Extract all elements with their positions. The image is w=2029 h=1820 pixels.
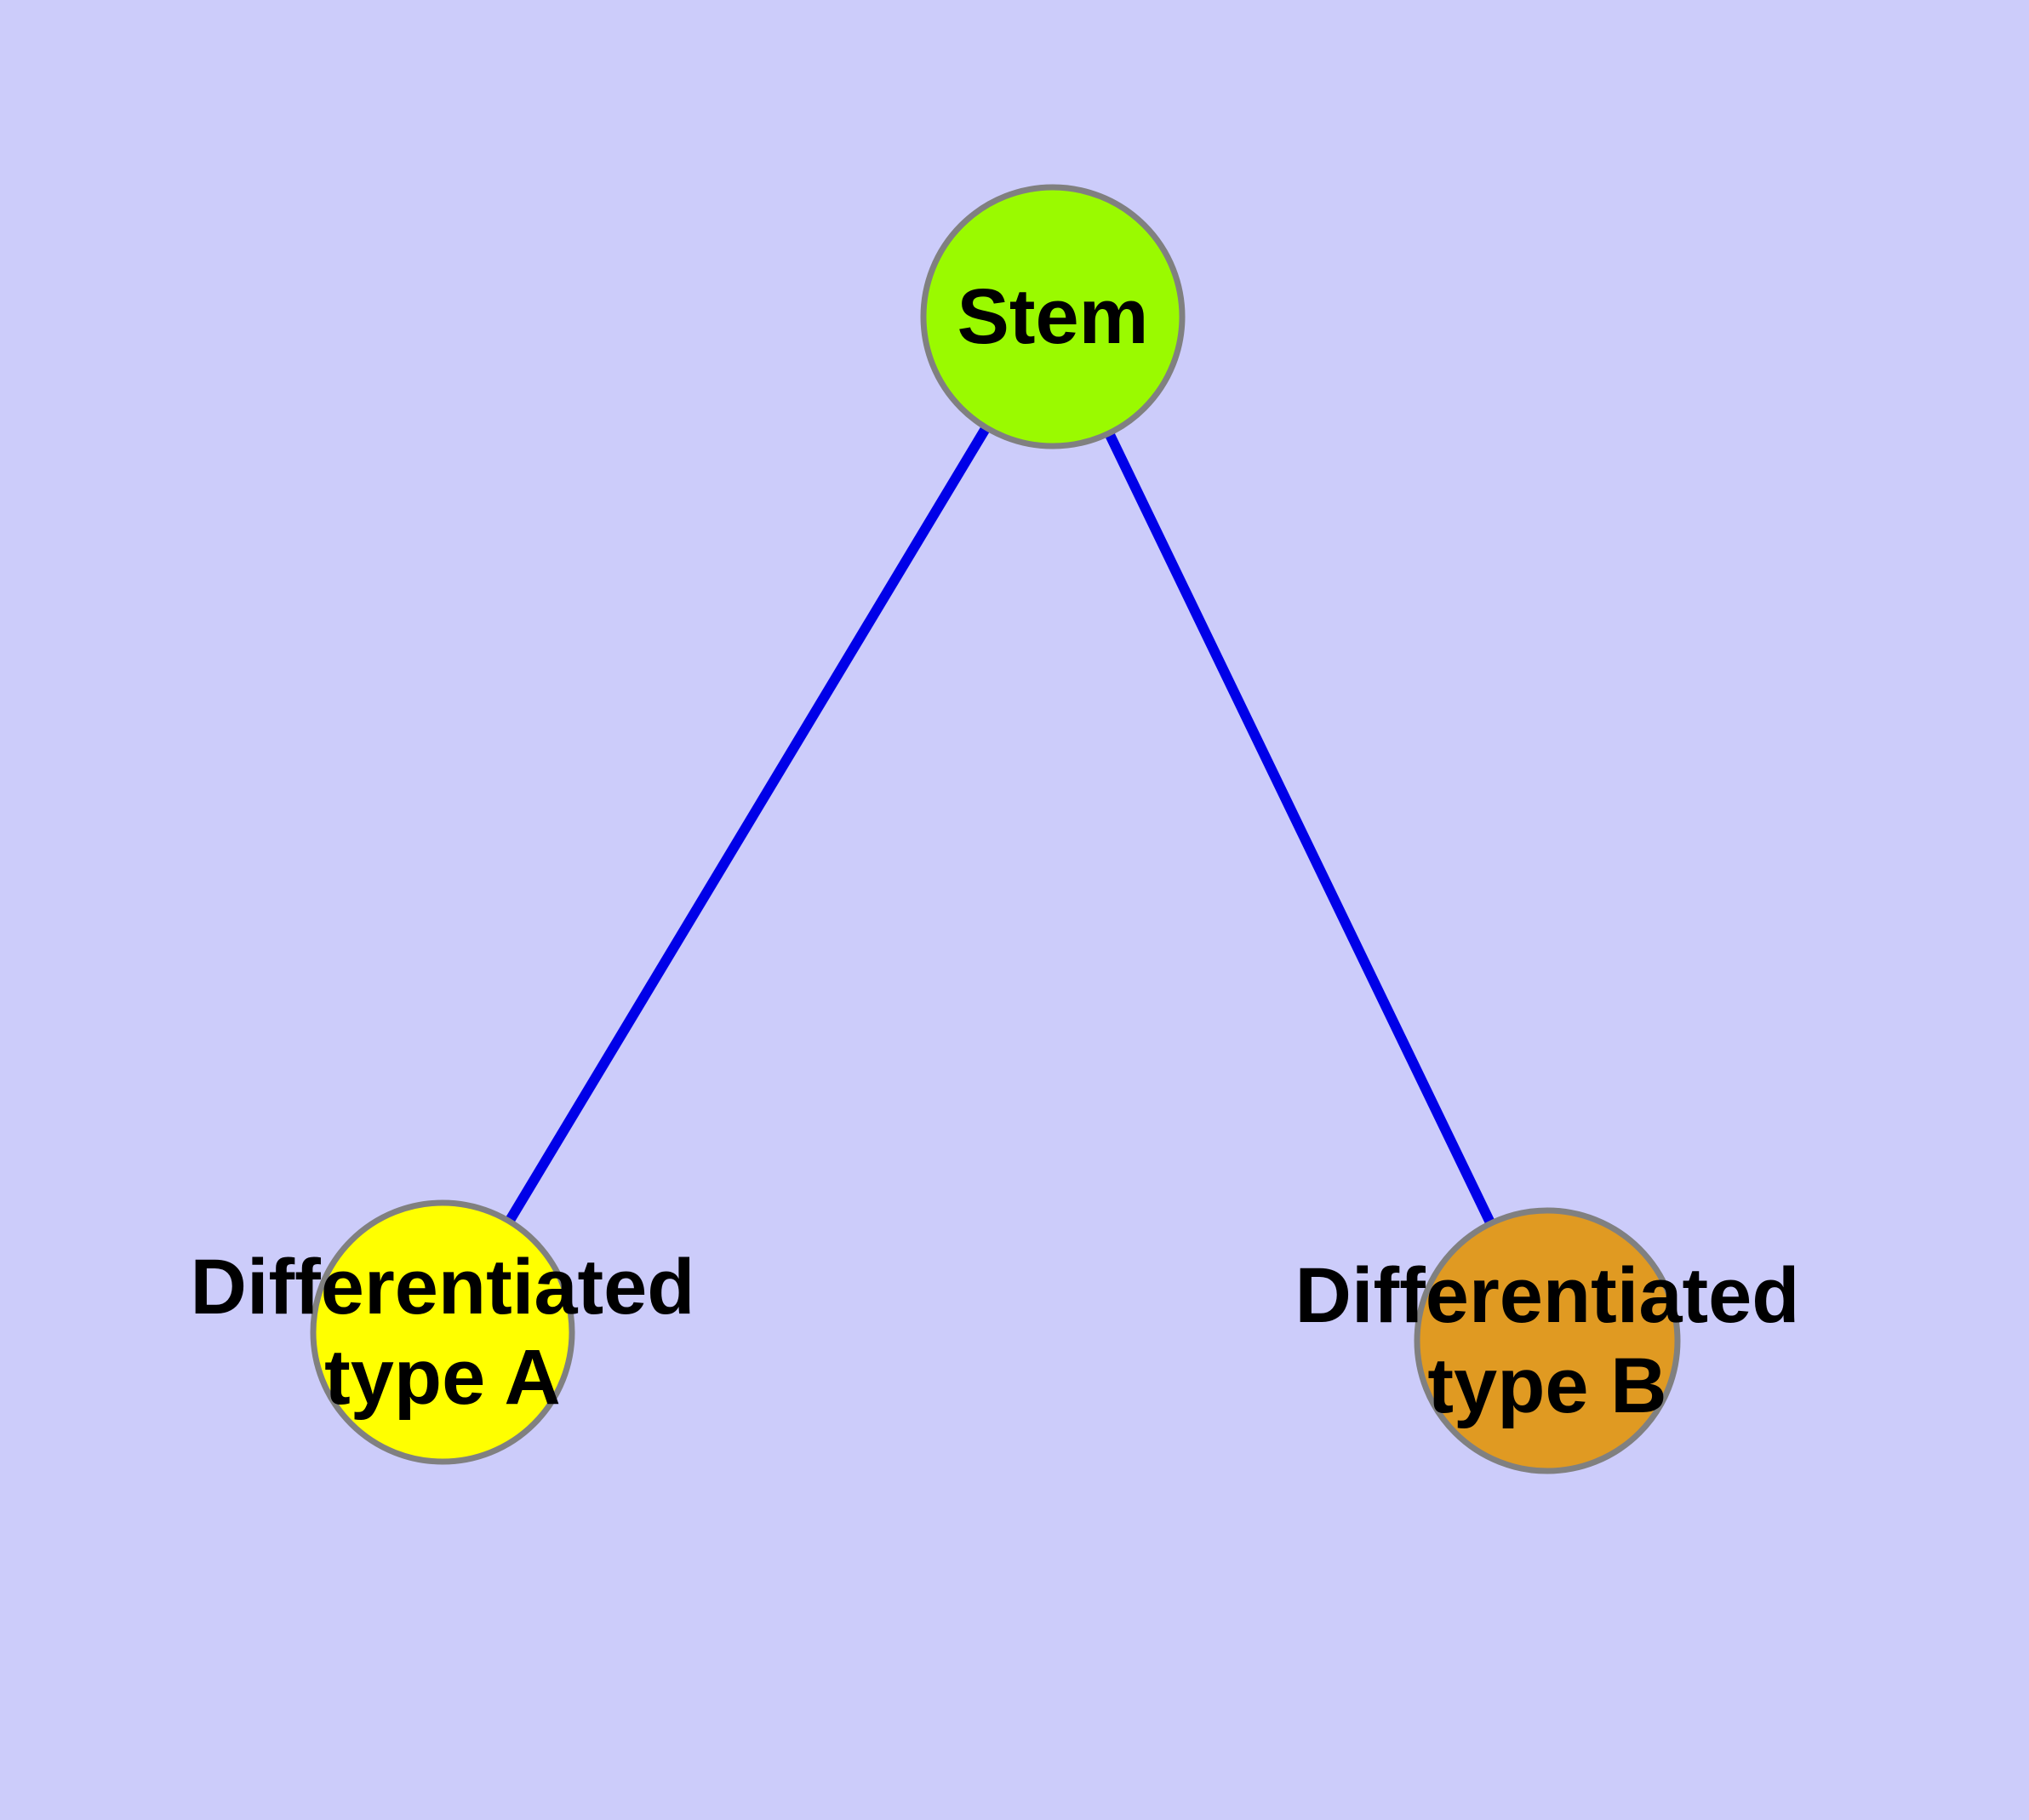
node-circle-diff-a[interactable] — [310, 1199, 575, 1465]
nodes-layer — [310, 184, 1681, 1474]
edges-layer — [437, 313, 1552, 1343]
edge-stem-to-diff-b — [1048, 314, 1552, 1343]
node-circle-diff-b[interactable] — [1414, 1207, 1681, 1474]
edge-stem-to-diff-a — [437, 313, 1058, 1336]
node-circle-stem[interactable] — [920, 184, 1186, 449]
